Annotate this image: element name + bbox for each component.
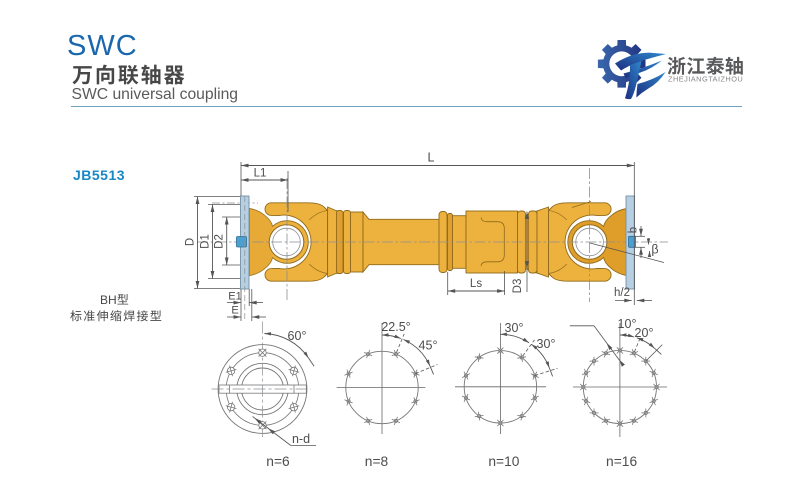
svg-text:30°: 30° [505, 321, 524, 335]
svg-text:60°: 60° [288, 329, 307, 343]
svg-text:h/2: h/2 [614, 287, 630, 299]
svg-text:n=10: n=10 [488, 454, 519, 469]
svg-text:D1: D1 [200, 234, 212, 249]
svg-text:10°: 10° [618, 317, 637, 331]
svg-text:D2: D2 [214, 234, 226, 249]
svg-text:E1: E1 [228, 291, 241, 303]
svg-text:Ls: Ls [470, 278, 482, 290]
svg-text:45°: 45° [419, 339, 438, 353]
svg-text:n-d: n-d [292, 432, 310, 446]
svg-text:β: β [651, 243, 658, 257]
svg-text:n=8: n=8 [365, 454, 389, 469]
svg-text:BH: BH [100, 293, 117, 307]
svg-text:b: b [628, 227, 640, 233]
svg-text:L1: L1 [254, 168, 267, 180]
svg-text:20°: 20° [635, 326, 654, 340]
svg-text:E: E [231, 305, 238, 317]
svg-text:n=6: n=6 [266, 454, 290, 469]
svg-text:n=16: n=16 [606, 454, 637, 469]
svg-text:22.5°: 22.5° [381, 320, 410, 334]
svg-text:L: L [428, 151, 435, 165]
svg-text:D3: D3 [512, 279, 524, 294]
svg-text:30°: 30° [537, 337, 556, 351]
svg-text:D: D [185, 238, 197, 246]
svg-text:ZHEJIANGTAIZHOU: ZHEJIANGTAIZHOU [668, 75, 743, 84]
